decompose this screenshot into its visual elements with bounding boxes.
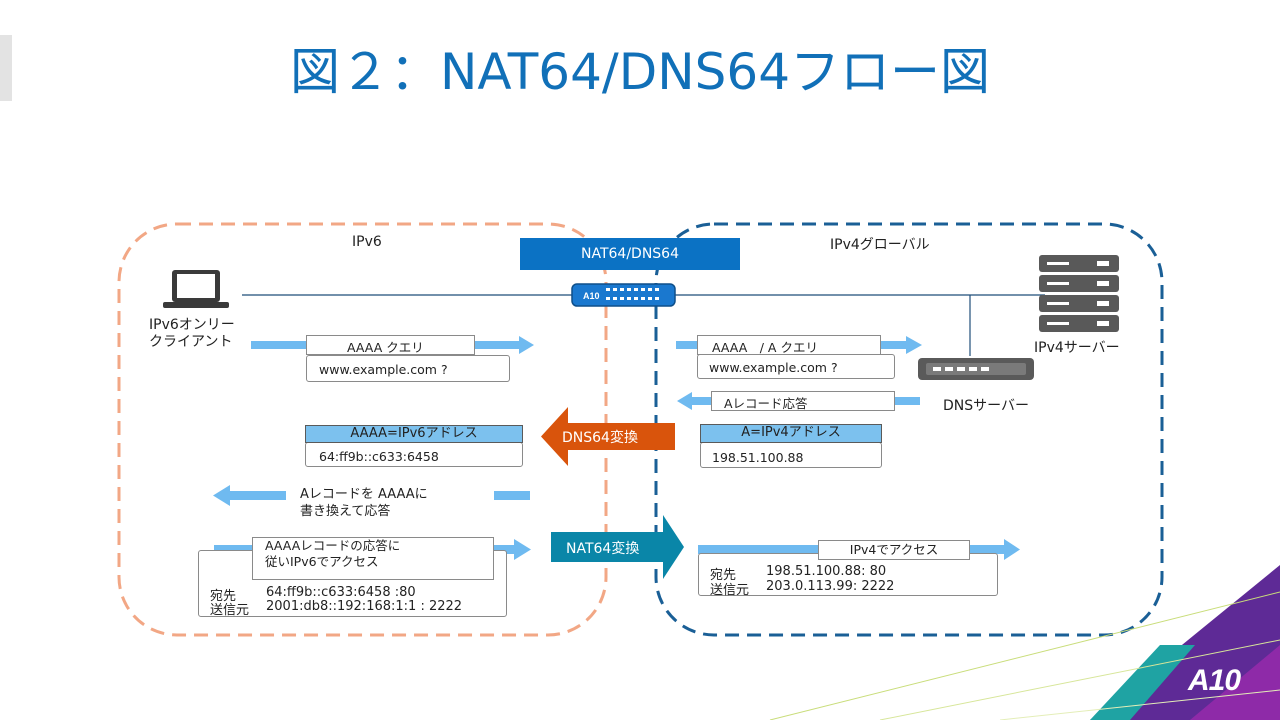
right-query-domain-box: www.example.com ? <box>697 354 895 379</box>
slide-edge-tab <box>0 35 12 101</box>
right-query-label: AAAA / A クエリ <box>712 340 818 355</box>
ipv6-access-desc-box: AAAAレコードの応答に 従いIPv6でアクセス <box>252 537 494 580</box>
dns-server-icon <box>918 358 1034 380</box>
ipv6-dst-value: 64:ff9b::c633:6458 :80 <box>266 585 416 600</box>
page-title: 図２：NAT64/DNS64フロー図 <box>290 43 990 101</box>
ipv6-src-label: 送信元 <box>210 603 250 618</box>
a-result-value: 198.51.100.88 <box>712 450 804 465</box>
client-label-line2: クライアント <box>149 334 233 350</box>
gateway-label: NAT64/DNS64 <box>520 238 740 270</box>
ipv6-access-line2: 従いIPv6でアクセス <box>265 554 379 569</box>
laptop-icon <box>163 270 229 308</box>
a-record-response-label: Aレコード応答 <box>724 396 808 411</box>
server-label: IPv4サーバー <box>1034 340 1120 356</box>
right-query-label-box: AAAA / A クエリ <box>697 335 881 355</box>
ipv4-zone-label: IPv4グローバル <box>830 237 930 253</box>
aaaa-result-value-box: 64:ff9b::c633:6458 <box>305 442 523 467</box>
rewrite-line1: Aレコードを AAAAに <box>300 487 428 502</box>
ipv4-access-address-box: 宛先 198.51.100.88: 80 送信元 203.0.113.99: 2… <box>698 553 998 598</box>
ipv6-dst-label: 宛先 <box>210 589 237 604</box>
dns64-label: DNS64変換 <box>562 430 638 446</box>
brand-corner-graphic <box>769 565 1280 720</box>
aaaa-result-value: 64:ff9b::c633:6458 <box>319 449 439 464</box>
dns64-arrow <box>541 407 675 466</box>
rewrite-line2: 書き換えて応答 <box>300 504 391 519</box>
a-result-header: A=IPv4アドレス <box>741 425 841 440</box>
ipv6-zone-label: IPv6 <box>352 234 382 250</box>
svg-text:A10: A10 <box>583 291 600 301</box>
left-query-domain-box: www.example.com ? <box>306 355 510 382</box>
aaaa-result-header-box: AAAA=IPv6アドレス <box>305 425 523 443</box>
ipv4-src-label: 送信元 <box>710 583 750 598</box>
a-result-value-box: 198.51.100.88 <box>700 442 882 468</box>
ipv4-zone-outline <box>654 222 1164 637</box>
gateway-label-text: NAT64/DNS64 <box>581 246 679 262</box>
ipv6-access-line1: AAAAレコードの応答に <box>265 538 401 553</box>
left-query-label-box: AAAA クエリ <box>306 335 475 355</box>
left-query-domain: www.example.com ? <box>319 362 448 377</box>
gateway-device-icon: A10 <box>571 283 676 307</box>
client-label-line1: IPv6オンリー <box>149 317 235 333</box>
nat64-arrow <box>551 515 684 579</box>
left-query-label: AAAA クエリ <box>347 340 424 355</box>
ipv4-access-label: IPv4でアクセス <box>849 542 939 557</box>
a10-logo-text: A10 <box>1188 664 1241 697</box>
server-rack-icon <box>1039 255 1119 332</box>
a-record-response-box: Aレコード応答 <box>711 391 895 411</box>
ipv6-zone-outline <box>117 222 608 637</box>
dns-server-label: DNSサーバー <box>943 398 1029 414</box>
ipv4-dst-label: 宛先 <box>710 568 737 583</box>
right-query-domain: www.example.com ? <box>709 360 838 375</box>
a10-logo: A10 <box>1188 664 1241 698</box>
aaaa-result-header: AAAA=IPv6アドレス <box>350 426 478 441</box>
ipv4-access-label-box: IPv4でアクセス <box>818 540 970 560</box>
ipv6-src-value: 2001:db8::192:168:1:1 : 2222 <box>266 599 463 614</box>
ipv4-dst-value: 198.51.100.88: 80 <box>766 564 887 579</box>
nat64-label: NAT64変換 <box>566 541 640 557</box>
ipv4-src-value: 203.0.113.99: 2222 <box>766 579 895 594</box>
a-result-header-box: A=IPv4アドレス <box>700 424 882 443</box>
